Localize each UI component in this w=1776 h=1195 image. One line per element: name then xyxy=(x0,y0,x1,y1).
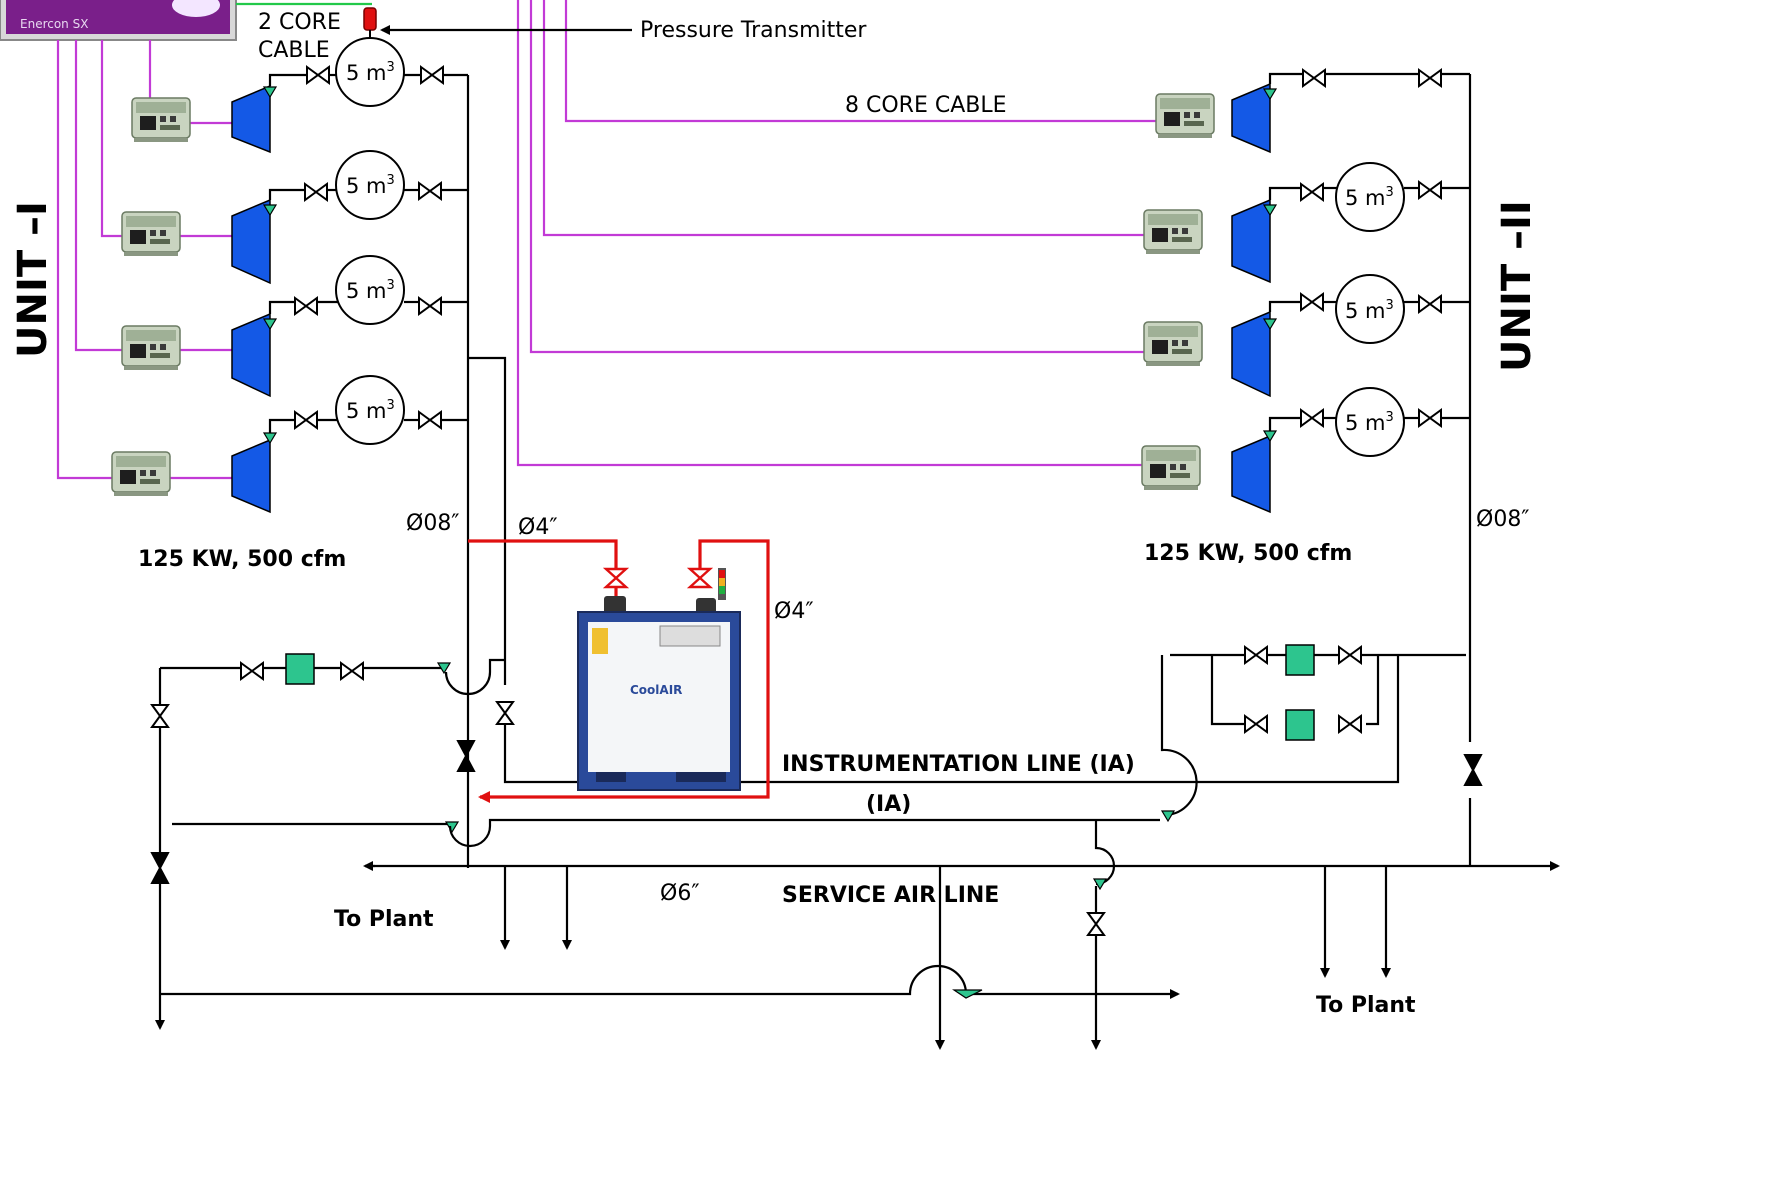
header-diameter-label: Ø08″ xyxy=(406,511,460,536)
pressure-transmitter-label: Pressure Transmitter xyxy=(640,18,867,43)
air-receiver xyxy=(1335,274,1405,344)
receiver-volume-label: 5 m3 xyxy=(1345,298,1394,323)
compressor-controller xyxy=(121,211,181,257)
air-receiver xyxy=(335,255,405,325)
compressor-controller xyxy=(1155,93,1215,139)
signal-cables-unit-2 xyxy=(516,0,1156,467)
dryer-outlet-line xyxy=(478,539,770,803)
dryer-inlet-line xyxy=(468,539,618,568)
eight-core-cable-label: 8 CORE CABLE xyxy=(845,93,1007,118)
receiver-volume-label: 5 m3 xyxy=(1345,410,1394,435)
compressor-icon xyxy=(231,438,271,514)
air-receiver xyxy=(1335,387,1405,457)
two-core-cable-label-1: 2 CORE xyxy=(258,10,341,35)
compressor-controller xyxy=(131,97,191,143)
receiver-volume-label: 5 m3 xyxy=(346,173,395,198)
dryer-outlet-diameter-label: Ø4″ xyxy=(774,599,814,624)
unit-2-rating-label: 125 KW, 500 cfm xyxy=(1144,541,1352,566)
compressor-icon xyxy=(1231,82,1271,154)
compressor-icon xyxy=(231,198,271,285)
to-plant-label-right: To Plant xyxy=(1316,993,1416,1018)
filter-icon xyxy=(285,653,315,685)
dryer-inlet-diameter-label: Ø4″ xyxy=(518,515,558,540)
receiver-volume-label: 5 m3 xyxy=(346,398,395,423)
unit-2-label: UNIT –II xyxy=(1494,200,1540,372)
compressor-icon xyxy=(231,84,271,154)
unit-2-header-diameter-label: Ø08″ xyxy=(1476,507,1530,532)
air-dryer-unit: CoolAIR xyxy=(577,568,741,791)
unit-1-compressors xyxy=(111,37,468,514)
air-receiver xyxy=(335,375,405,445)
air-receiver xyxy=(335,150,405,220)
compressor-controller xyxy=(1141,445,1201,491)
air-receiver xyxy=(335,37,405,107)
controller-panel: Enercon SX xyxy=(0,0,237,41)
filter-icon xyxy=(1285,644,1315,676)
unit-2-compressors xyxy=(1141,69,1470,514)
compressor-controller xyxy=(1143,321,1203,367)
service-air-line-label: SERVICE AIR LINE xyxy=(782,883,999,908)
compressor-icon xyxy=(231,312,271,398)
dryer-brand-label: CoolAIR xyxy=(630,683,682,697)
ia-line-label: (IA) xyxy=(866,792,911,817)
pressure-transmitter xyxy=(363,7,377,38)
to-plant-label-left: To Plant xyxy=(334,907,434,932)
unit-1-label: UNIT –I xyxy=(10,201,56,358)
compressor-icon xyxy=(1231,310,1271,398)
air-receiver xyxy=(1335,162,1405,232)
instrumentation-line-label: INSTRUMENTATION LINE (IA) xyxy=(782,752,1135,777)
controller-brand-label: Enercon SX xyxy=(20,17,88,31)
unit-1-rating-label: 125 KW, 500 cfm xyxy=(138,547,346,572)
receiver-volume-label: 5 m3 xyxy=(346,278,395,303)
service-air-diameter-label: Ø6″ xyxy=(660,881,700,906)
two-core-cable-label-2: CABLE xyxy=(258,38,330,63)
compressor-icon xyxy=(1231,434,1271,514)
receiver-volume-label: 5 m3 xyxy=(1345,185,1394,210)
compressor-controller xyxy=(121,325,181,371)
receiver-volume-label: 5 m3 xyxy=(346,60,395,85)
compressor-controller xyxy=(1143,209,1203,255)
compressor-icon xyxy=(1231,198,1271,284)
filter-icon xyxy=(1285,709,1315,741)
compressor-controller xyxy=(111,451,171,497)
controller-logo xyxy=(172,0,220,17)
